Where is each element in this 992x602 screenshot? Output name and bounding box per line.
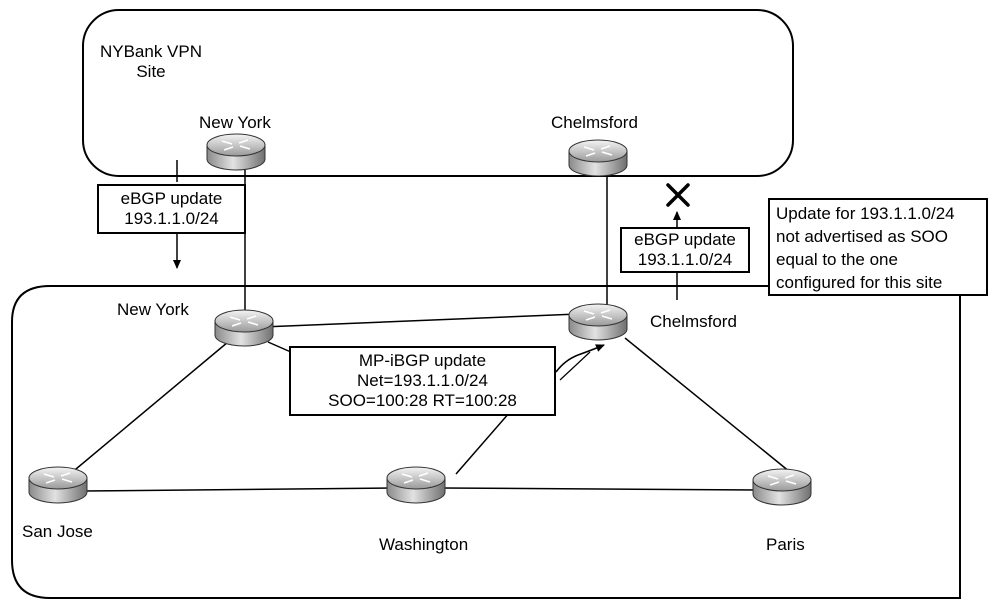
ebgp-in-line1: eBGP update [120, 189, 223, 208]
link-washington-chelmsford [455, 411, 511, 475]
ebgp-update-out-box: eBGP update 193.1.1.0/24 [620, 227, 750, 273]
ebgp-in-line2: 193.1.1.0/24 [124, 209, 219, 228]
soo-note-line1: Update for 193.1.1.0/24 [776, 204, 955, 223]
soo-note-line3: equal to the one [776, 250, 898, 269]
label-chelmsford-pe: Chelmsford [650, 312, 737, 331]
blocked-x-icon [666, 183, 690, 207]
soo-note-line4: configured for this site [776, 273, 943, 292]
label-chelmsford-ce: Chelmsford [551, 113, 638, 132]
link-ny-chelmsford [261, 313, 579, 328]
provider-backbone-region [11, 285, 961, 599]
label-new-york-ce: New York [199, 113, 271, 132]
ebgp-out-line1: eBGP update [634, 230, 736, 249]
link-ny-sanjose [69, 341, 229, 475]
mp-ibgp-line2: Net=193.1.1.0/24 [357, 371, 488, 390]
soo-note-line2: not advertised as SOO [776, 227, 948, 246]
label-washington: Washington [379, 535, 469, 554]
vpn-site-region [82, 9, 794, 177]
link-sanjose-washington [83, 487, 393, 492]
router-icon-washington [386, 466, 446, 504]
router-icon-new-york-ce [206, 133, 266, 171]
soo-note-box: Update for 193.1.1.0/24 not advertised a… [768, 198, 988, 296]
arrow-mp-ibgp [555, 344, 605, 373]
site-title-line1: NYBank VPN [99, 42, 203, 61]
ebgp-out-line2: 193.1.1.0/24 [637, 250, 733, 269]
mp-ibgp-update-box: MP-iBGP update Net=193.1.1.0/24 SOO=100:… [289, 346, 556, 416]
label-paris: Paris [766, 535, 805, 554]
label-san-jose: San Jose [22, 522, 93, 541]
router-icon-chelmsford-pe [568, 303, 628, 341]
router-icon-paris [752, 468, 812, 506]
link-washington-paris [441, 487, 759, 491]
site-title-line2: Site [136, 62, 166, 81]
label-new-york-pe: New York [117, 300, 189, 319]
mp-ibgp-line1: MP-iBGP update [358, 351, 487, 370]
ebgp-update-in-box: eBGP update 193.1.1.0/24 [97, 184, 246, 234]
link-chelmsford-paris [624, 337, 791, 473]
router-icon-chelmsford-ce [568, 139, 628, 177]
router-icon-san-jose [28, 466, 88, 504]
arrow-mp-ibgp-tail [559, 351, 591, 381]
mp-ibgp-line3: SOO=100:28 RT=100:28 [328, 391, 517, 410]
router-icon-new-york-pe [214, 309, 274, 347]
site-title: NYBank VPN Site [96, 42, 206, 82]
